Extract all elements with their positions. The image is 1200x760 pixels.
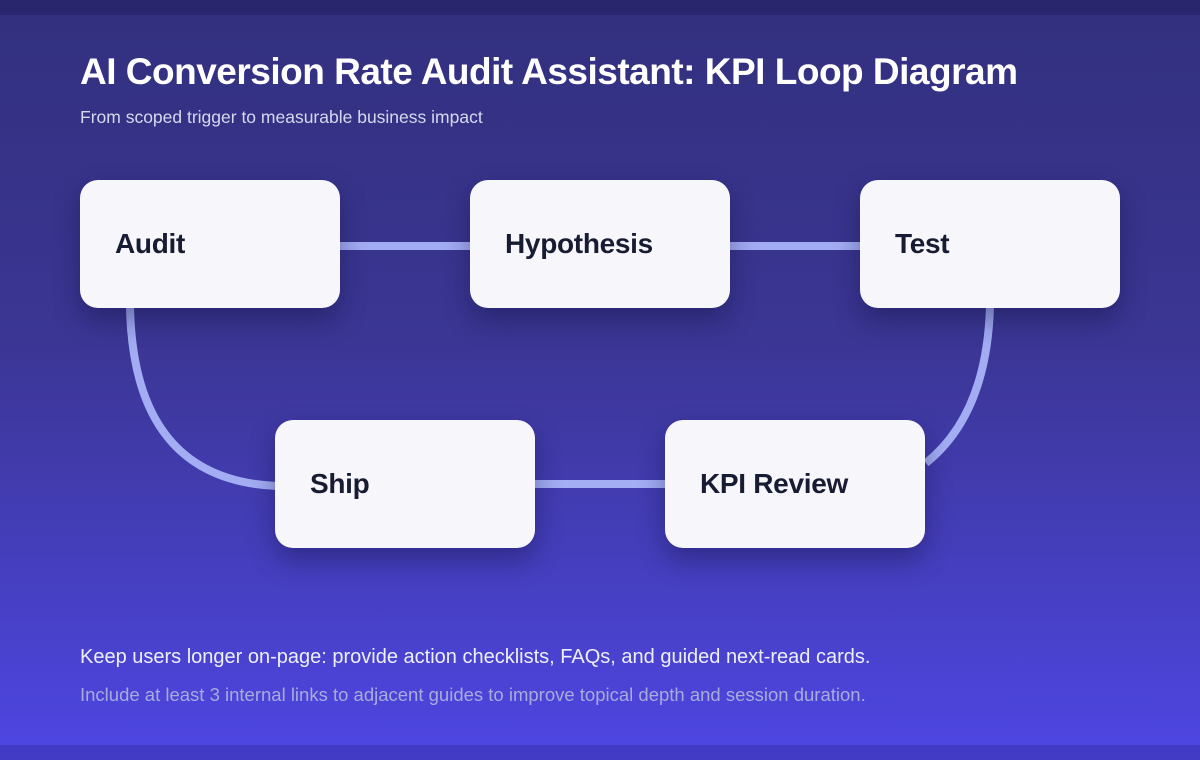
- footer-note-secondary: Include at least 3 internal links to adj…: [80, 684, 866, 705]
- node-label-test: Test: [895, 228, 950, 259]
- footer-notes: Keep users longer on-page: provide actio…: [80, 646, 1140, 706]
- node-label-audit: Audit: [115, 228, 186, 259]
- page-title: AI Conversion Rate Audit Assistant: KPI …: [80, 51, 1018, 92]
- node-label-hypothesis: Hypothesis: [505, 228, 653, 259]
- diagram-node-ship: Ship: [275, 420, 535, 548]
- diagram-node-audit: Audit: [80, 180, 340, 308]
- page-subtitle: From scoped trigger to measurable busine…: [80, 107, 483, 127]
- diagram-node-test: Test: [860, 180, 1120, 308]
- node-label-kpi-review: KPI Review: [700, 468, 848, 499]
- diagram-node-hypothesis: Hypothesis: [470, 180, 730, 308]
- footer-note-primary: Keep users longer on-page: provide actio…: [80, 646, 871, 668]
- diagram-node-kpi-review: KPI Review: [665, 420, 925, 548]
- connector-ship-audit: [126, 305, 278, 490]
- header: AI Conversion Rate Audit Assistant: KPI …: [80, 51, 1180, 128]
- node-label-ship: Ship: [310, 468, 370, 499]
- connector-test-kpi-review: [923, 305, 994, 467]
